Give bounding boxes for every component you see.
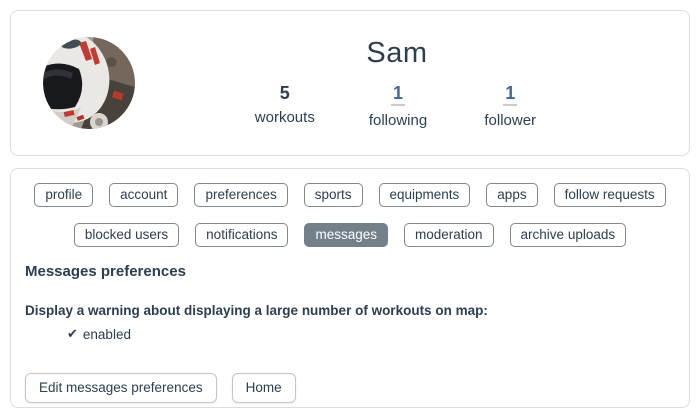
tab-equipments[interactable]: equipments	[378, 183, 471, 207]
section-heading: Messages preferences	[25, 263, 186, 280]
warning-preference-state: enabled	[82, 326, 131, 342]
helmet-avatar-image	[43, 37, 135, 129]
tab-profile[interactable]: profile	[34, 183, 94, 207]
tab-preferences[interactable]: preferences	[194, 183, 288, 207]
user-profile-card: Sam 5 workouts 1 following 1 follower	[10, 10, 690, 156]
edit-messages-preferences-button[interactable]: Edit messages preferences	[25, 373, 217, 403]
tab-messages[interactable]: messages	[304, 223, 388, 247]
stat-following: 1 following	[368, 83, 428, 130]
actions-row: Edit messages preferences Home	[25, 373, 675, 403]
tab-apps[interactable]: apps	[486, 183, 538, 207]
tab-account[interactable]: account	[109, 183, 179, 207]
tab-blocked-users[interactable]: blocked users	[73, 223, 180, 247]
warning-preference-label: Display a warning about displaying a lar…	[25, 303, 488, 318]
following-label: following	[368, 112, 428, 130]
stat-follower: 1 follower	[481, 83, 539, 130]
following-count-link[interactable]: 1	[391, 83, 406, 107]
tab-moderation[interactable]: moderation	[404, 223, 494, 247]
workouts-label: workouts	[254, 109, 315, 127]
profile-summary: Sam 5 workouts 1 following 1 follower	[135, 37, 659, 130]
follower-count-link[interactable]: 1	[503, 83, 518, 107]
username: Sam	[366, 36, 428, 69]
page: Sam 5 workouts 1 following 1 follower pr…	[10, 10, 690, 408]
tabs-row-2: blocked users notifications messages mod…	[11, 223, 689, 247]
stat-workouts: 5 workouts	[254, 82, 315, 130]
workouts-count: 5	[279, 82, 290, 103]
settings-card: profile account preferences sports equip…	[10, 168, 690, 408]
tab-archive-uploads[interactable]: archive uploads	[509, 223, 627, 247]
warning-preference-value: ✔ enabled	[25, 326, 675, 342]
home-button[interactable]: Home	[231, 373, 296, 403]
tab-sports[interactable]: sports	[303, 183, 363, 207]
tab-follow-requests[interactable]: follow requests	[553, 183, 666, 207]
follower-label: follower	[484, 112, 537, 130]
messages-preferences-section: Messages preferences Display a warning a…	[11, 263, 689, 403]
avatar	[43, 37, 135, 129]
check-icon: ✔	[67, 326, 78, 341]
profile-stats: 5 workouts 1 following 1 follower	[254, 82, 539, 130]
tabs-row-1: profile account preferences sports equip…	[11, 183, 689, 207]
tab-notifications[interactable]: notifications	[195, 223, 289, 247]
